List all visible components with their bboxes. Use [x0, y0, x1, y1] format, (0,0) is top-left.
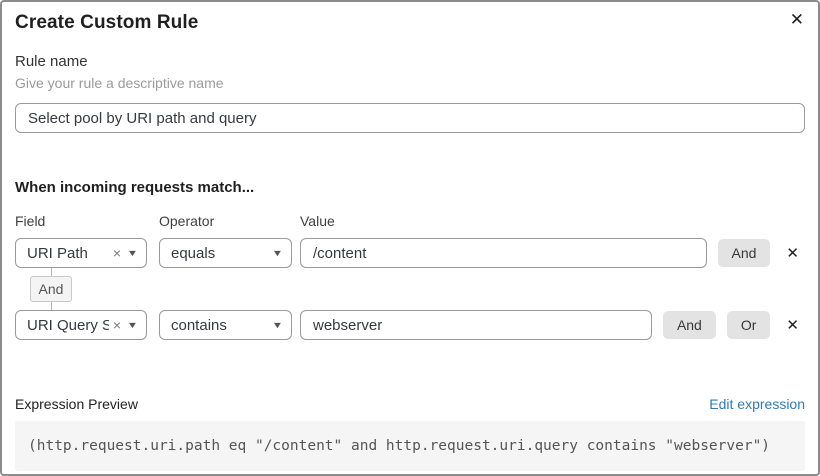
value-input[interactable] [300, 310, 652, 340]
close-icon[interactable]: ✕ [789, 10, 804, 29]
expression-preview-label: Expression Preview [15, 396, 138, 412]
clear-icon[interactable]: × [112, 245, 122, 261]
expression-header: Expression Preview Edit expression [15, 396, 805, 412]
remove-row-icon[interactable]: ✕ [786, 244, 799, 262]
field-select[interactable]: URI Query St... × ▼ [15, 310, 147, 340]
expression-preview-section: Expression Preview Edit expression (http… [15, 396, 805, 471]
rule-name-label: Rule name [15, 53, 88, 70]
connector-line-bottom [50, 302, 52, 310]
field-select-value: URI Query St... [27, 316, 109, 334]
column-label-operator: Operator [159, 213, 215, 229]
chevron-down-icon[interactable]: ▼ [271, 247, 284, 258]
chevron-down-icon[interactable]: ▼ [126, 319, 139, 330]
chevron-down-icon[interactable]: ▼ [126, 247, 139, 258]
rule-name-input[interactable] [15, 103, 805, 133]
clear-icon[interactable]: × [112, 317, 122, 333]
match-row-1: URI Path × ▼ equals ▼ And ✕ [15, 238, 805, 268]
rule-name-helper: Give your rule a descriptive name [15, 75, 224, 91]
and-button[interactable]: And [717, 239, 771, 267]
match-row-2: URI Query St... × ▼ contains ▼ And Or ✕ [15, 310, 805, 340]
column-label-value: Value [300, 213, 335, 229]
column-label-field: Field [15, 213, 46, 229]
operator-select[interactable]: equals ▼ [159, 238, 292, 268]
field-select-value: URI Path [27, 244, 88, 262]
rule-name-section: Rule name Give your rule a descriptive n… [15, 53, 805, 133]
match-heading: When incoming requests match... [15, 179, 255, 196]
expression-code: (http.request.uri.path eq "/content" and… [15, 421, 805, 471]
chevron-down-icon[interactable]: ▼ [271, 319, 284, 330]
field-select[interactable]: URI Path × ▼ [15, 238, 147, 268]
operator-select-value: equals [171, 244, 216, 262]
connector-and-badge[interactable]: And [30, 276, 72, 302]
connector-line-top [50, 268, 52, 276]
and-button[interactable]: And [662, 311, 716, 339]
operator-select-value: contains [171, 316, 227, 334]
page-title: Create Custom Rule [15, 12, 199, 33]
value-input[interactable] [300, 238, 707, 268]
or-button[interactable]: Or [726, 311, 771, 339]
operator-select[interactable]: contains ▼ [159, 310, 292, 340]
match-section: When incoming requests match... Field Op… [15, 179, 805, 340]
logic-connector: And [29, 268, 73, 310]
edit-expression-link[interactable]: Edit expression [709, 396, 805, 412]
match-column-headers: Field Operator Value [15, 213, 805, 229]
remove-row-icon[interactable]: ✕ [786, 316, 799, 334]
